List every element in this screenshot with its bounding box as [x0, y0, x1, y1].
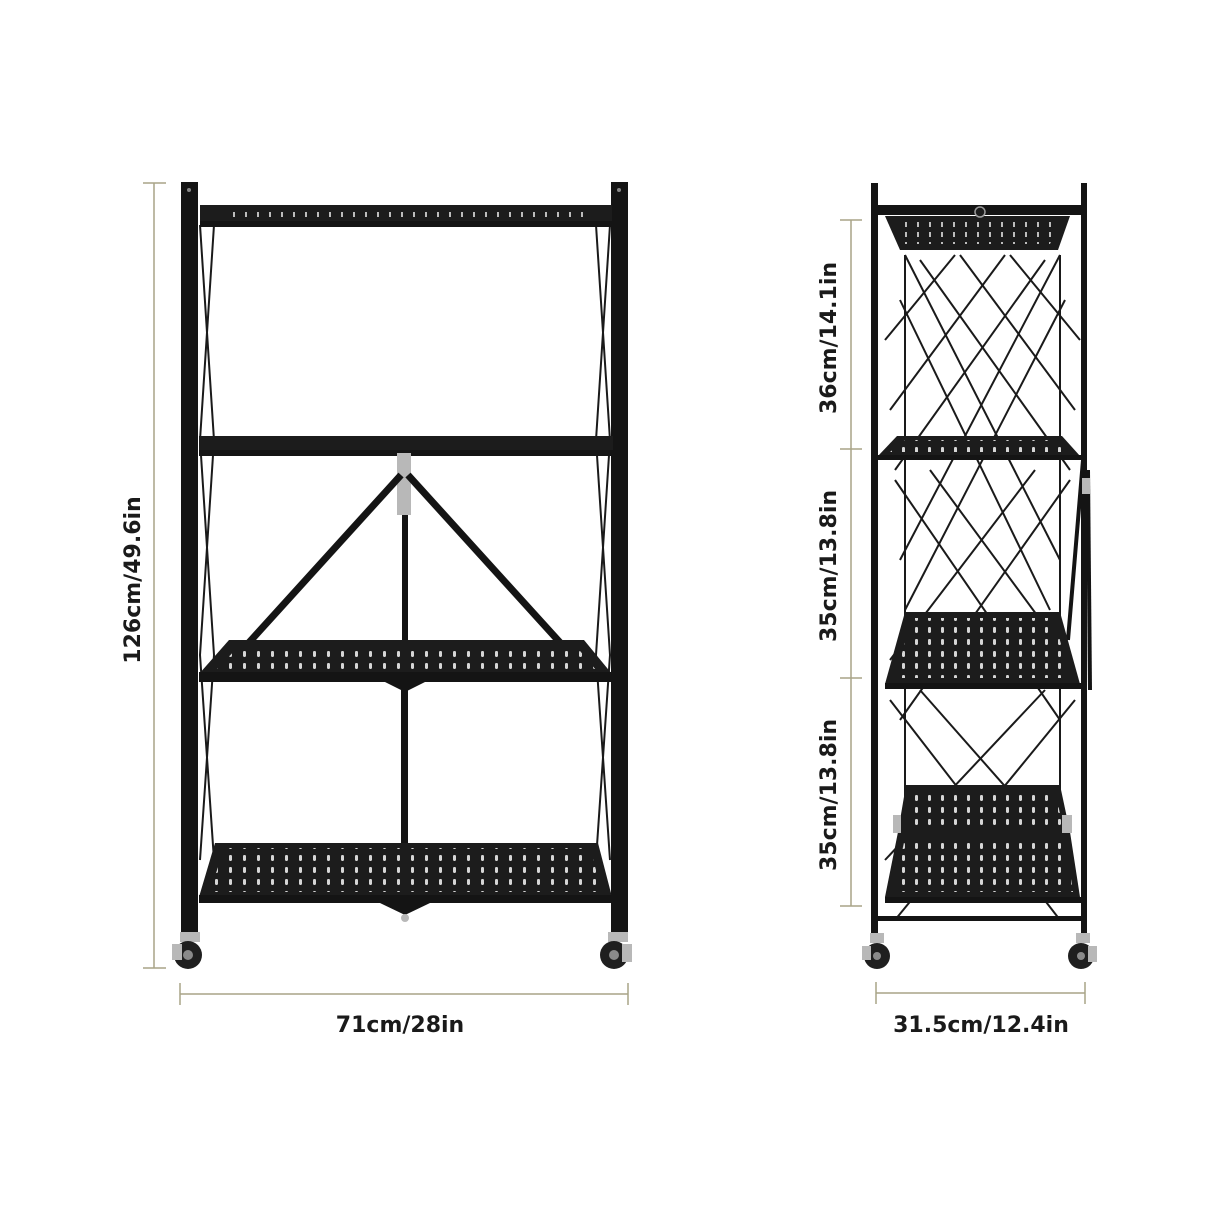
side-right-post: [1081, 183, 1087, 933]
side-view: 36cm/14.1in 35cm/13.8in 35cm/13.8in: [817, 183, 1097, 1038]
side-width-dimension-line: [875, 982, 1086, 1004]
side-right-wheel: [1068, 933, 1097, 969]
side-tier2-label: 35cm/13.8in: [817, 490, 842, 642]
front-view: 126cm/49.6in: [121, 182, 632, 1038]
front-left-post: [181, 182, 198, 932]
front-top-shelf: [200, 205, 612, 227]
side-third-shelf: [885, 612, 1083, 689]
side-bottom-shelf: [878, 785, 1083, 921]
front-left-wheel: [172, 932, 202, 969]
front-height-label: 126cm/49.6in: [121, 496, 146, 663]
side-folding-arm: [1066, 459, 1092, 691]
side-height-dimension-lines: [840, 219, 862, 907]
front-side-braces: [198, 224, 612, 861]
front-width-label: 71cm/28in: [336, 1013, 464, 1038]
side-top-shelf: [873, 205, 1085, 250]
front-width-dimension-line: [179, 983, 629, 1005]
side-width-label: 31.5cm/12.4in: [893, 1013, 1069, 1038]
side-second-shelf: [878, 436, 1081, 460]
front-third-shelf: [199, 640, 613, 692]
side-left-wheel: [862, 933, 890, 969]
side-left-post: [871, 183, 878, 933]
front-bottom-shelf: [199, 843, 613, 922]
front-right-post: [611, 182, 628, 932]
front-right-wheel: [600, 932, 632, 969]
front-height-dimension-line: [143, 182, 166, 969]
side-tier3-label: 35cm/13.8in: [817, 719, 842, 871]
hinge-chrome-block: [397, 453, 411, 515]
front-center-fold-brace: [241, 453, 568, 902]
side-tier1-label: 36cm/14.1in: [817, 262, 842, 414]
